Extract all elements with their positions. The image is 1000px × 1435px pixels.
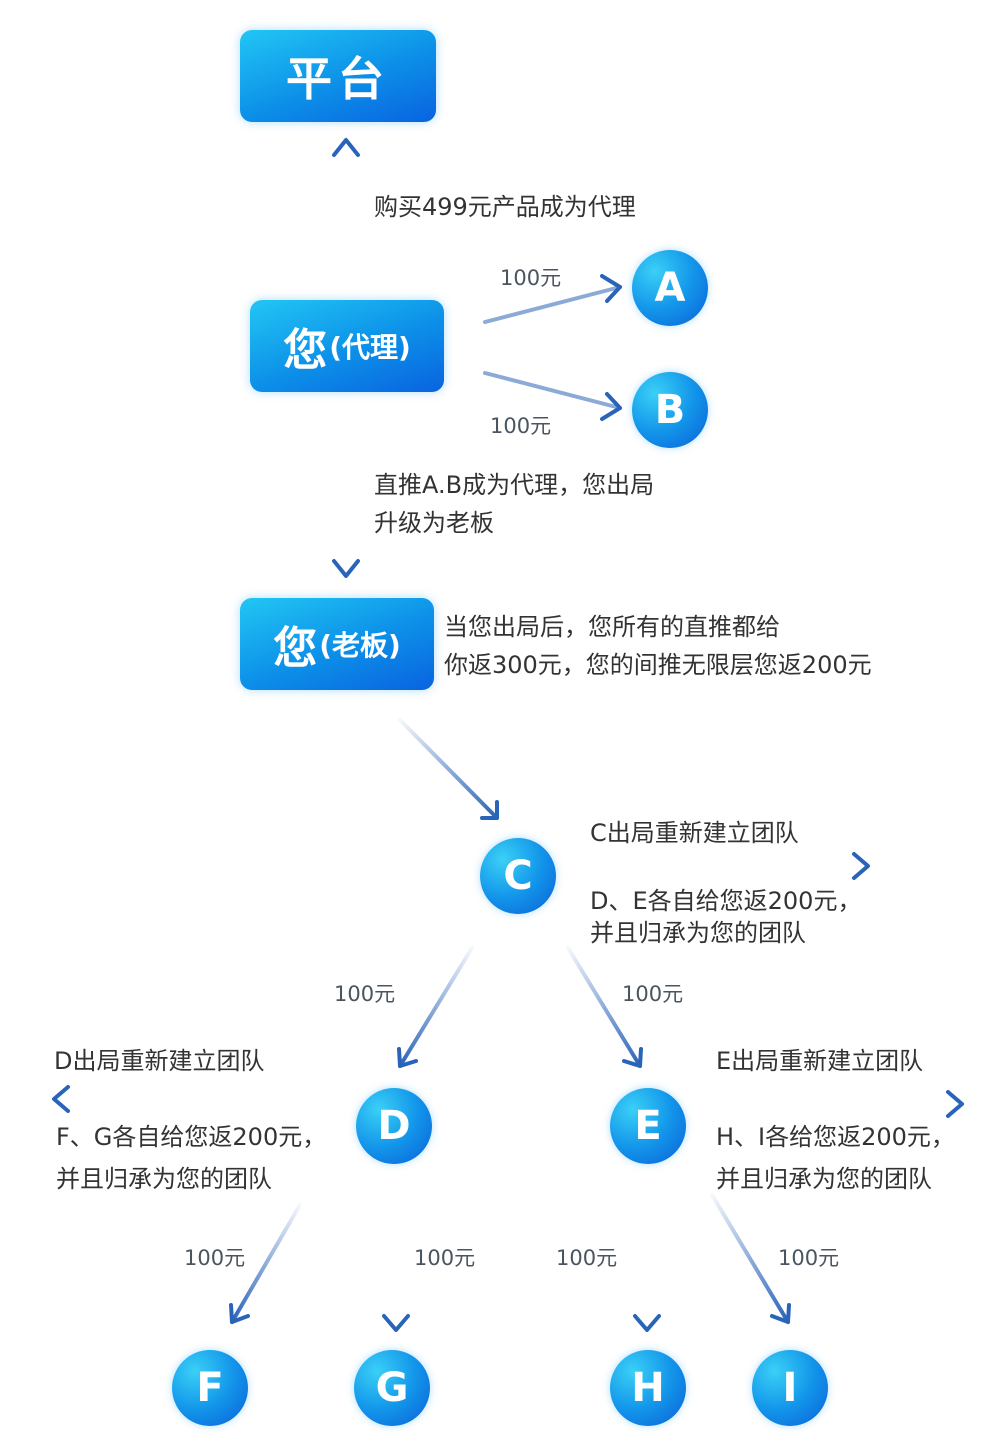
boss-desc-line1: 当您出局后，您所有的直推都给	[444, 613, 780, 641]
d-return-line2: 并且归承为您的团队	[56, 1165, 272, 1193]
arrow-agent-to-A	[483, 274, 622, 324]
node-G: G	[354, 1350, 430, 1426]
boss-desc-line2: 你返300元，您的间推无限层您返200元	[444, 651, 872, 679]
boss-node: 您 (老板)	[240, 598, 434, 690]
agent-sub-label: (代理)	[329, 331, 411, 364]
agent-main-label: 您	[283, 325, 328, 376]
buy-label: 购买499元产品成为代理	[374, 193, 636, 221]
arrow-C-to-D	[397, 946, 474, 1068]
node-I: I	[752, 1350, 828, 1426]
c-return-line1: D、E各自给您返200元，	[590, 887, 862, 915]
e-return-line2: 并且归承为您的团队	[716, 1165, 932, 1193]
node-C: C	[480, 838, 556, 914]
platform-node: 平台	[240, 30, 436, 122]
amount-to-A: 100元	[500, 266, 562, 290]
arrow-C-to-E	[566, 946, 643, 1068]
d-exit-label: D出局重新建立团队	[54, 1047, 265, 1075]
d-return-line1: F、G各自给您返200元，	[56, 1123, 327, 1151]
platform-label: 平台	[286, 52, 390, 106]
arrow-D-to-G	[382, 1173, 410, 1332]
amount-to-B: 100元	[490, 414, 552, 438]
upgrade-label-line1: 直推A.B成为代理，您出局	[374, 471, 655, 499]
node-B: B	[632, 372, 708, 448]
node-A: A	[632, 250, 708, 326]
arrow-E-to-I	[710, 1193, 791, 1324]
arrow-boss-to-C	[398, 718, 499, 820]
boss-main-label: 您	[273, 623, 318, 674]
arrow-agent-to-B	[483, 371, 622, 421]
amount-to-D: 100元	[334, 982, 396, 1006]
arrow-E-exit	[738, 1090, 964, 1118]
c-exit-label: C出局重新建立团队	[590, 819, 799, 847]
amount-to-F: 100元	[184, 1246, 246, 1270]
upgrade-label-line2: 升级为老板	[374, 509, 494, 537]
amount-to-H: 100元	[556, 1246, 618, 1270]
arrow-agent-to-platform	[332, 138, 360, 277]
arrow-D-exit	[52, 1085, 282, 1113]
arrow-agent-to-boss	[332, 428, 360, 578]
amount-to-G: 100元	[414, 1246, 476, 1270]
arrow-E-to-H	[633, 1173, 661, 1332]
boss-sub-label: (老板)	[319, 629, 401, 662]
arrow-C-exit	[653, 852, 870, 880]
c-return-line2: 并且归承为您的团队	[590, 919, 806, 947]
arrow-D-to-F	[229, 1203, 302, 1324]
e-exit-label: E出局重新建立团队	[716, 1047, 924, 1075]
amount-to-E: 100元	[622, 982, 684, 1006]
agent-node: 您 (代理)	[250, 300, 444, 392]
node-D: D	[356, 1088, 432, 1164]
e-return-line1: H、I各给您返200元，	[716, 1123, 955, 1151]
node-E: E	[610, 1088, 686, 1164]
amount-to-I: 100元	[778, 1246, 840, 1270]
node-H: H	[610, 1350, 686, 1426]
node-F: F	[172, 1350, 248, 1426]
